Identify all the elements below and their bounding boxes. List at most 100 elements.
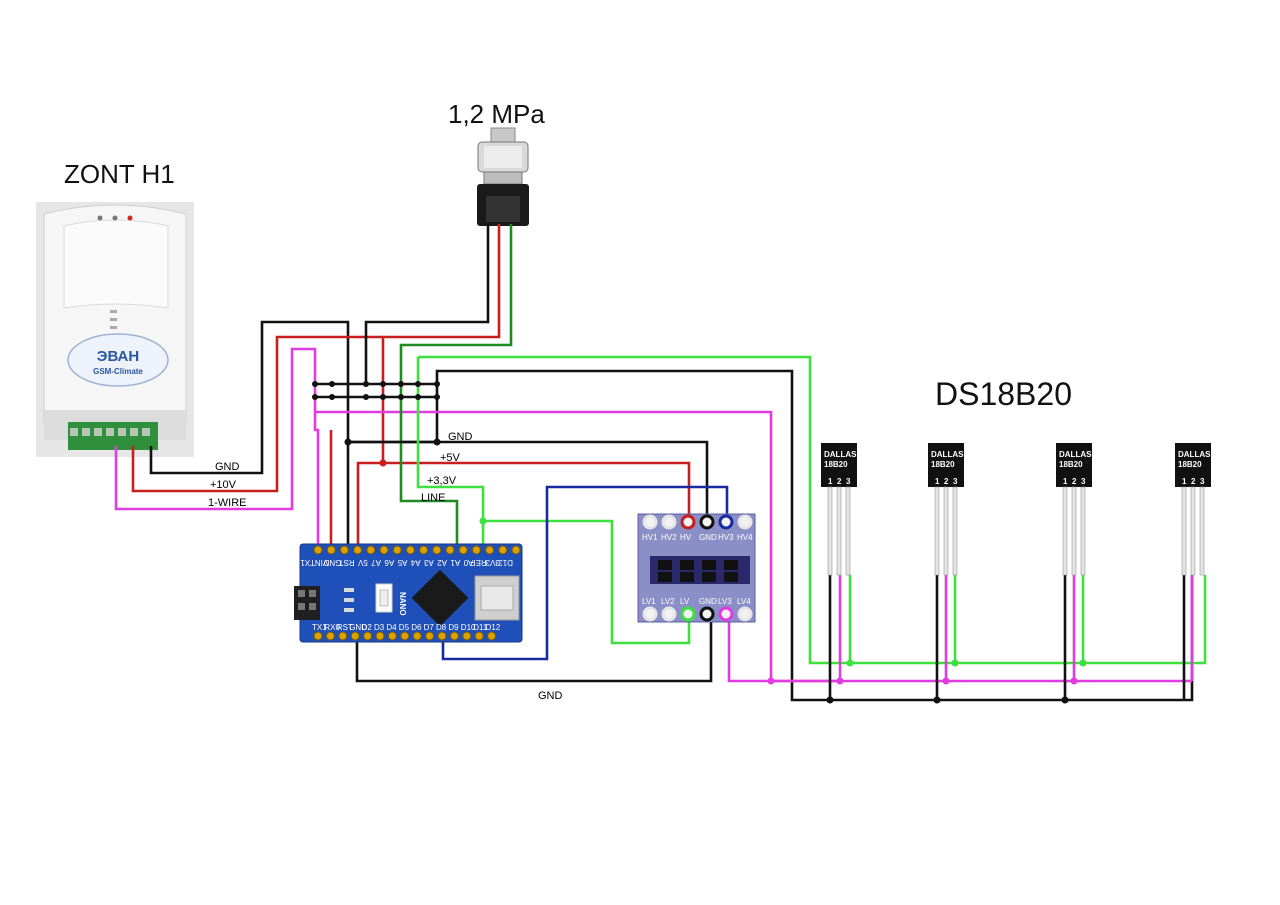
- arduino-bottom-pin-label: D12: [486, 623, 501, 632]
- arduino-bottom-pin-hole: [425, 631, 435, 641]
- arduino-top-pin-label: TX1: [300, 558, 315, 567]
- arduino-top-pin-hole: [471, 545, 481, 555]
- temp-sensors-title: DS18B20: [935, 376, 1072, 412]
- shifter-bottom-pin-label: LV2: [661, 597, 675, 606]
- arduino-bottom-pin-hole: [325, 631, 335, 641]
- arduino-bottom-pin-hole: [412, 631, 422, 641]
- arduino-top-pin-hole: [419, 545, 429, 555]
- sensor-pin-number: 2: [1191, 477, 1196, 486]
- arduino-bottom-pin-hole: [474, 631, 484, 641]
- arduino-top-pin-label: D13: [498, 558, 513, 567]
- sensor-lead: [1181, 486, 1187, 576]
- arduino-top-pin-label: A7: [371, 558, 381, 567]
- arduino-top-pin-label: A2: [437, 558, 447, 567]
- sensor-chip-line2: 18B20: [1059, 460, 1083, 469]
- pressure-sensor-title: 1,2 MPa: [448, 99, 545, 129]
- level-shifter: [637, 513, 756, 623]
- arduino-bottom-pin-hole: [400, 631, 410, 641]
- arduino-bottom-pin-label: RST: [337, 623, 353, 632]
- shifter-top-pin-label: HV4: [737, 533, 753, 542]
- arduino-top-pin-label: 3V3: [485, 558, 500, 567]
- arduino-top-pin-hole: [458, 545, 468, 555]
- shifter-top-pin-hole: [718, 514, 734, 530]
- arduino-bottom-pin-label: GND: [349, 623, 367, 632]
- arduino-top-pin-hole: [511, 545, 521, 555]
- sensor-chip-line1: DALLAS: [824, 450, 857, 459]
- shifter-top-pin-label: HV: [680, 533, 692, 542]
- arduino-top-pin-hole: [379, 545, 389, 555]
- sensor-lead: [934, 486, 940, 576]
- arduino-bottom-pin-label: D5: [399, 623, 410, 632]
- sensor-lead: [1080, 486, 1086, 576]
- arduino-bottom-pin-label: TX1: [312, 623, 327, 632]
- sensor-lead: [845, 486, 851, 576]
- shifter-bottom-pin-hole: [737, 606, 753, 622]
- sensor-lead: [943, 486, 949, 576]
- sensor-chip-line1: DALLAS: [1178, 450, 1211, 459]
- label-line: LINE: [421, 492, 445, 504]
- label-33v: +3,3V: [427, 475, 457, 487]
- sensor-pin-number: 2: [1072, 477, 1077, 486]
- shifter-top-pin-label: HV1: [642, 533, 658, 542]
- arduino-bottom-pin-hole: [375, 631, 385, 641]
- sensor-chip-line2: 18B20: [1178, 460, 1202, 469]
- arduino-bottom-pin-hole: [462, 631, 472, 641]
- arduino-top-pin-label: A4: [410, 558, 420, 567]
- controller-brand: ЭВАН: [97, 348, 139, 365]
- sensor-lead: [1071, 486, 1077, 576]
- arduino-nano: NANO: [294, 543, 523, 643]
- arduino-top-pin-label: RST: [338, 558, 354, 567]
- sensor-pin-number: 3: [1081, 477, 1086, 486]
- sensor-lead: [827, 486, 833, 576]
- sensor-pin-number: 1: [1182, 477, 1187, 486]
- controller-title: ZONT H1: [64, 159, 175, 189]
- arduino-bottom-pin-label: D7: [424, 623, 435, 632]
- zont-h1-controller: ЭВАН GSM-Climate: [36, 202, 194, 457]
- arduino-bottom-pin-label: D8: [436, 623, 447, 632]
- sensor-lead: [1199, 486, 1205, 576]
- arduino-top-pin-hole: [445, 545, 455, 555]
- arduino-top-pin-label: A5: [397, 558, 407, 567]
- sensor-pin-number: 1: [828, 477, 833, 486]
- label-gnd-zont: GND: [215, 461, 240, 473]
- sensor-chip-line1: DALLAS: [931, 450, 964, 459]
- arduino-bottom-pin-hole: [350, 631, 360, 641]
- shifter-top-pin-label: HV3: [718, 533, 734, 542]
- arduino-top-pin-hole: [339, 545, 349, 555]
- arduino-bottom-pin-label: D6: [411, 623, 422, 632]
- arduino-top-pin-label: A6: [384, 558, 394, 567]
- shifter-bottom-pin-hole: [699, 606, 715, 622]
- shifter-top-pin-label: HV2: [661, 533, 677, 542]
- label-10v: +10V: [210, 479, 237, 491]
- shifter-bottom-pin-hole: [680, 606, 696, 622]
- shifter-bottom-pin-label: GND: [699, 597, 717, 606]
- arduino-bottom-pin-hole: [338, 631, 348, 641]
- sensor-pin-number: 2: [944, 477, 949, 486]
- controller-model: GSM-Climate: [93, 367, 143, 376]
- sensor-pin-number: 2: [837, 477, 842, 486]
- arduino-bottom-pin-hole: [487, 631, 497, 641]
- shifter-bottom-pin-label: LV1: [642, 597, 656, 606]
- label-1wire: 1-WIRE: [208, 497, 247, 509]
- arduino-bottom-pin-label: D3: [374, 623, 385, 632]
- shifter-bottom-pin-label: LV3: [718, 597, 732, 606]
- shifter-top-pin-hole: [642, 514, 658, 530]
- arduino-bottom-pin-label: D9: [448, 623, 459, 632]
- arduino-bottom-pin-hole: [449, 631, 459, 641]
- shifter-top-pin-label: GND: [699, 533, 717, 542]
- arduino-top-pin-label: A1: [450, 558, 460, 567]
- arduino-bottom-pin-label: RX0: [324, 623, 340, 632]
- sensor-chip-line2: 18B20: [931, 460, 955, 469]
- arduino-top-pin-hole: [313, 545, 323, 555]
- arduino-top-pin-label: A3: [423, 558, 433, 567]
- sensor-pin-number: 3: [953, 477, 958, 486]
- label-5v: +5V: [440, 452, 461, 464]
- shifter-bottom-pin-label: LV: [680, 597, 690, 606]
- wires: [114, 224, 1207, 704]
- label-gnd-top: GND: [448, 431, 473, 443]
